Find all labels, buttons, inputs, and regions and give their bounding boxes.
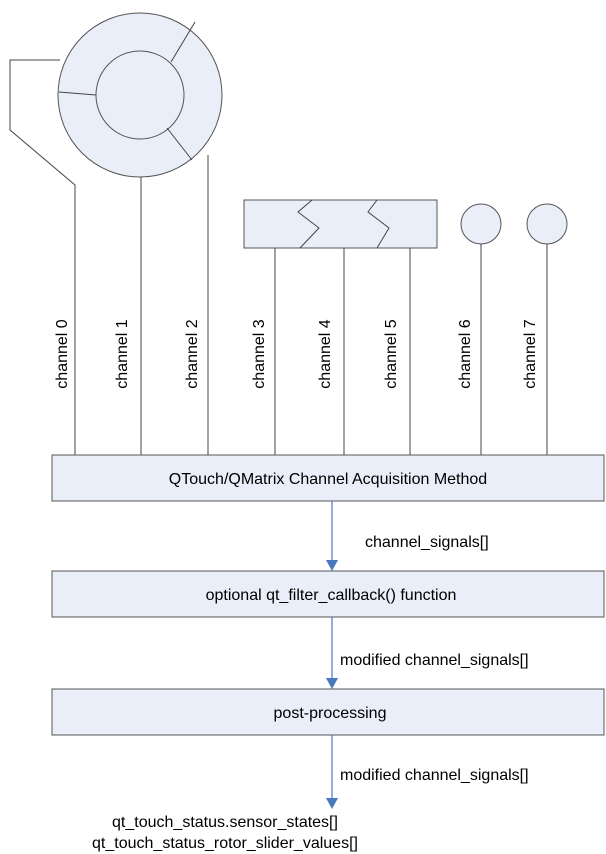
arrow-head-icon xyxy=(326,560,338,571)
rotor-segment-divider xyxy=(170,21,196,63)
filter-box-label: optional qt_filter_callback() function xyxy=(206,587,457,604)
flow-label-modified-1: modified channel_signals[] xyxy=(340,652,529,669)
channel-label-7: channel 7 xyxy=(522,319,539,388)
flow-arrow-modified-1 xyxy=(326,617,338,689)
channel-label-6: channel 6 xyxy=(457,319,474,388)
channel-labels: channel 0 channel 1 channel 2 channel 3 … xyxy=(54,319,539,388)
flow-arrow-signals xyxy=(326,501,338,571)
flow-label-modified-2: modified channel_signals[] xyxy=(340,767,529,784)
post-processing-box-frame xyxy=(51,688,605,736)
channel-label-3: channel 3 xyxy=(251,319,268,388)
post-processing-box: post-processing xyxy=(51,688,605,736)
output-rotor-slider-values: qt_touch_status_rotor_slider_values[] xyxy=(92,835,358,852)
arrow-head-icon xyxy=(326,798,338,809)
rotor-sensor xyxy=(57,12,223,178)
filter-box: optional qt_filter_callback() function xyxy=(51,570,605,618)
channel-wires xyxy=(9,59,548,455)
acquisition-box-label: QTouch/QMatrix Channel Acquisition Metho… xyxy=(169,471,487,488)
channel-wire-0 xyxy=(9,59,76,455)
post-processing-box-label: post-processing xyxy=(274,705,387,722)
button-sensor-7 xyxy=(526,203,568,245)
channel-label-2: channel 2 xyxy=(184,319,201,388)
flow-label-signals: channel_signals[] xyxy=(365,534,489,551)
channel-label-1: channel 1 xyxy=(114,319,131,388)
acquisition-box: QTouch/QMatrix Channel Acquisition Metho… xyxy=(51,454,605,502)
channel-label-0: channel 0 xyxy=(54,319,71,388)
filter-box-frame xyxy=(51,570,605,618)
output-sensor-states: qt_touch_status.sensor_states[] xyxy=(112,814,338,831)
acquisition-box-frame xyxy=(51,454,605,502)
slider-body xyxy=(243,199,438,249)
channel-label-4: channel 4 xyxy=(317,319,334,388)
slider-segment-divider xyxy=(367,199,390,249)
rotor-inner-hub xyxy=(95,50,185,140)
slider-segment-divider xyxy=(297,199,320,249)
channel-label-5: channel 5 xyxy=(383,319,400,388)
flow-arrow-modified-2 xyxy=(326,735,338,809)
slider-sensor xyxy=(243,199,438,249)
rotor-segment-divider xyxy=(58,91,97,96)
button-sensor-6 xyxy=(460,203,502,245)
rotor-segment-divider xyxy=(166,127,193,161)
arrow-head-icon xyxy=(326,678,338,689)
